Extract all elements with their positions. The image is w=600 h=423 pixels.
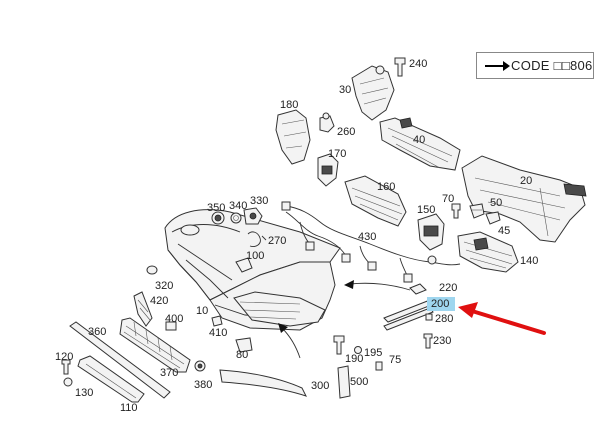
clip-400 xyxy=(165,321,177,331)
label-195: 195 xyxy=(364,347,382,359)
cap-320 xyxy=(146,265,158,275)
lower-grille-370 xyxy=(119,317,191,373)
clip-380 xyxy=(194,360,206,372)
bolt-190 xyxy=(333,335,345,355)
label-150: 150 xyxy=(417,204,435,216)
sensor-350 xyxy=(211,211,225,225)
bracket-150 xyxy=(417,213,445,251)
bracket-80 xyxy=(235,337,253,353)
bracket-180 xyxy=(275,109,311,165)
screw-120 xyxy=(61,359,71,375)
spoiler-300 xyxy=(219,369,307,397)
label-320: 320 xyxy=(155,280,173,292)
label-120: 120 xyxy=(55,351,73,363)
highlight-200 xyxy=(427,297,455,311)
grille-140 xyxy=(457,231,519,273)
bracket-170 xyxy=(317,153,339,187)
label-370: 370 xyxy=(160,367,178,379)
cover-500 xyxy=(337,365,351,399)
grille-420 xyxy=(133,291,153,327)
label-170: 170 xyxy=(328,148,346,160)
part-50 xyxy=(469,203,485,219)
label-40: 40 xyxy=(413,134,425,146)
part-labels: 240 30 180 260 40 170 20 160 70 350 340 … xyxy=(55,58,538,414)
clip-280 xyxy=(425,313,433,321)
label-230: 230 xyxy=(433,335,451,347)
label-240: 240 xyxy=(409,58,427,70)
label-260: 260 xyxy=(337,126,355,138)
plate-bracket-110 xyxy=(77,355,145,403)
label-410: 410 xyxy=(209,327,227,339)
clip-75 xyxy=(375,361,383,371)
nut-195 xyxy=(354,346,362,354)
label-30: 30 xyxy=(339,84,351,96)
label-400: 400 xyxy=(165,313,183,325)
label-70: 70 xyxy=(442,193,454,205)
label-180: 180 xyxy=(280,99,298,111)
trim-220 xyxy=(409,283,427,295)
label-130: 130 xyxy=(75,387,93,399)
label-75: 75 xyxy=(389,354,401,366)
label-350: 350 xyxy=(207,202,225,214)
label-300: 300 xyxy=(311,380,329,392)
label-380: 380 xyxy=(194,379,212,391)
label-340: 340 xyxy=(229,200,247,212)
sensor-330 xyxy=(243,207,263,225)
assembly-arrows xyxy=(278,280,411,359)
red-pointer-arrow xyxy=(458,302,546,335)
label-10: 10 xyxy=(196,305,208,317)
absorber-40 xyxy=(379,117,461,171)
label-220: 220 xyxy=(439,282,457,294)
label-45: 45 xyxy=(498,225,510,237)
bumper-cover xyxy=(164,209,341,331)
clip-410 xyxy=(211,315,223,327)
label-430: 430 xyxy=(358,231,376,243)
sensor-340 xyxy=(230,212,242,224)
wiring-harness-430 xyxy=(281,201,461,283)
trim-strip-360 xyxy=(69,321,171,399)
arrow-right-icon xyxy=(485,60,510,71)
clip-260 xyxy=(319,112,335,133)
bracket-20 xyxy=(461,155,587,243)
code-label: CODE □□806 xyxy=(511,58,593,73)
screw-240 xyxy=(394,57,406,77)
label-500: 500 xyxy=(350,376,368,388)
absorber-160 xyxy=(344,175,407,227)
label-140: 140 xyxy=(520,255,538,267)
label-190: 190 xyxy=(345,353,363,365)
bracket-30 xyxy=(351,65,395,121)
bracket-270 xyxy=(247,231,267,247)
label-280: 280 xyxy=(435,313,453,325)
label-50: 50 xyxy=(490,197,502,209)
label-20: 20 xyxy=(520,175,532,187)
part-45 xyxy=(485,211,501,225)
part-100 xyxy=(235,257,253,273)
label-360: 360 xyxy=(88,326,106,338)
label-270: 270 xyxy=(268,235,286,247)
label-100: 100 xyxy=(246,250,264,262)
washer-130 xyxy=(63,377,73,387)
label-80: 80 xyxy=(236,349,248,361)
code-box: CODE □□806 xyxy=(476,52,594,79)
screw-230 xyxy=(423,333,433,349)
clip-70 xyxy=(451,203,461,219)
label-110: 110 xyxy=(120,402,138,414)
label-420: 420 xyxy=(150,295,168,307)
label-160: 160 xyxy=(377,181,395,193)
label-330: 330 xyxy=(250,195,268,207)
